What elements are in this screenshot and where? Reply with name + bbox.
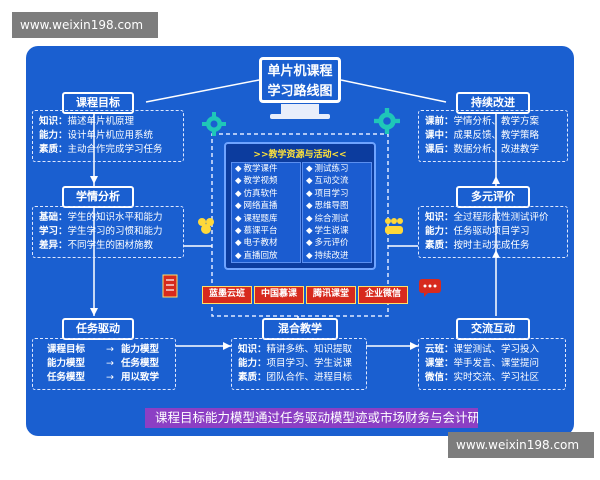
title-line1: 单片机课程	[267, 64, 333, 79]
resource-item: ◆教学视频	[235, 176, 278, 187]
platform-tencent: 腾讯课堂	[306, 286, 356, 304]
arrow-down-2	[90, 308, 98, 316]
resources-right-col: ◆测试练习 ◆互动交流 ◆项目学习 ◆思维导图 ◆综合测试 ◆学生说课 ◆多元评…	[302, 162, 372, 264]
analysis-head: 学情分析	[62, 186, 134, 208]
caption-bar: 课程目标能力模型通过任务驱动模型迹或市场财务与会计研究	[145, 408, 478, 428]
resource-item: ◆项目学习	[306, 188, 349, 199]
interact-box: 云班：课堂测试、学习投入 课堂：举手发言、课堂提问 微信：实时交流、学习社区	[418, 338, 566, 390]
analysis-box: 基础：学生的知识水平和能力 学习：学生学习的习惯和能力 差异：不同学生的困材施教	[32, 206, 184, 258]
platform-lanmo: 蓝墨云班	[202, 286, 252, 304]
goal-box: 知识：描述单片机原理 能力：设计单片机应用系统 素质：主动合作完成学习任务	[32, 110, 184, 162]
resource-item: ◆互动交流	[306, 176, 349, 187]
evaluate-head: 多元评价	[456, 186, 530, 208]
resource-item: ◆仿真软件	[235, 188, 278, 199]
interact-head: 交流互动	[456, 318, 530, 340]
resource-item: ◆教学课件	[235, 164, 278, 174]
evaluate-box: 知识：全过程形成性测试评价 能力：任务驱动项目学习 素质：按时主动完成任务	[418, 206, 568, 258]
improve-box: 课前：学情分析、教学方案 课中：成果反馈、教学策略 课后：数据分析、改进教学	[418, 110, 568, 162]
mixed-head: 混合教学	[262, 318, 338, 340]
platform-mooc: 中国慕课	[254, 286, 304, 304]
task-head: 任务驱动	[62, 318, 134, 340]
resource-item: ◆持续改进	[306, 250, 349, 261]
resources-panel: >>教学资源与活动<< ◆教学课件 ◆教学视频 ◆仿真软件 ◆网络直播 ◆课程题…	[224, 142, 376, 270]
watermark-bottom: www.weixin198.com	[448, 432, 594, 458]
resource-item: ◆直播回放	[235, 250, 278, 261]
resources-left-col: ◆教学课件 ◆教学视频 ◆仿真软件 ◆网络直播 ◆课程题库 ◆慕课平台 ◆电子教…	[231, 162, 301, 264]
platform-wework: 企业微信	[358, 286, 408, 304]
resource-item: ◆慕课平台	[235, 226, 278, 237]
title-monitor: 单片机课程 学习路线图	[259, 57, 341, 103]
gear-icon	[374, 108, 400, 134]
arrow-up-1	[492, 176, 500, 184]
gear-icon	[202, 112, 226, 136]
resource-item: ◆综合测试	[306, 213, 349, 224]
goal-head: 课程目标	[62, 92, 134, 114]
resource-item: ◆思维导图	[306, 201, 349, 212]
arrow-down-1	[90, 176, 98, 184]
arrow-up-2	[492, 250, 500, 258]
resource-item: ◆测试练习	[306, 164, 349, 174]
title-line2: 学习路线图	[267, 84, 333, 99]
roadmap-board: 单片机课程 学习路线图 课程目标 知识：描述单片机原理 能力：设计单片机应用系统…	[26, 46, 574, 436]
arrow-right-1	[223, 342, 231, 350]
resource-item: ◆网络直播	[235, 201, 278, 212]
resource-item: ◆课程题库	[235, 213, 278, 224]
resources-title: >>教学资源与活动<<	[253, 150, 347, 160]
connector-title-left	[145, 79, 260, 103]
chat-icon	[419, 279, 441, 297]
task-box: 课程目标→能力模型 能力模型→任务模型 任务模型→用以致学	[32, 338, 176, 390]
arrow-right-2	[410, 342, 418, 350]
people-icon	[385, 218, 403, 234]
mixed-box: 知识：精讲多练、知识提取 能力：项目学习、学生说课 素质：团队合作、进程目标	[231, 338, 367, 390]
improve-head: 持续改进	[456, 92, 530, 114]
connector-title-right	[340, 79, 447, 103]
watermark-top: www.weixin198.com	[12, 12, 158, 38]
resource-item: ◆学生说课	[306, 226, 349, 237]
people-icon	[198, 218, 214, 234]
monitor-base	[270, 114, 330, 119]
monitor-icon	[281, 104, 319, 114]
checklist-icon	[162, 274, 178, 298]
resource-item: ◆多元评价	[306, 238, 349, 249]
resource-item: ◆电子教材	[235, 238, 278, 249]
